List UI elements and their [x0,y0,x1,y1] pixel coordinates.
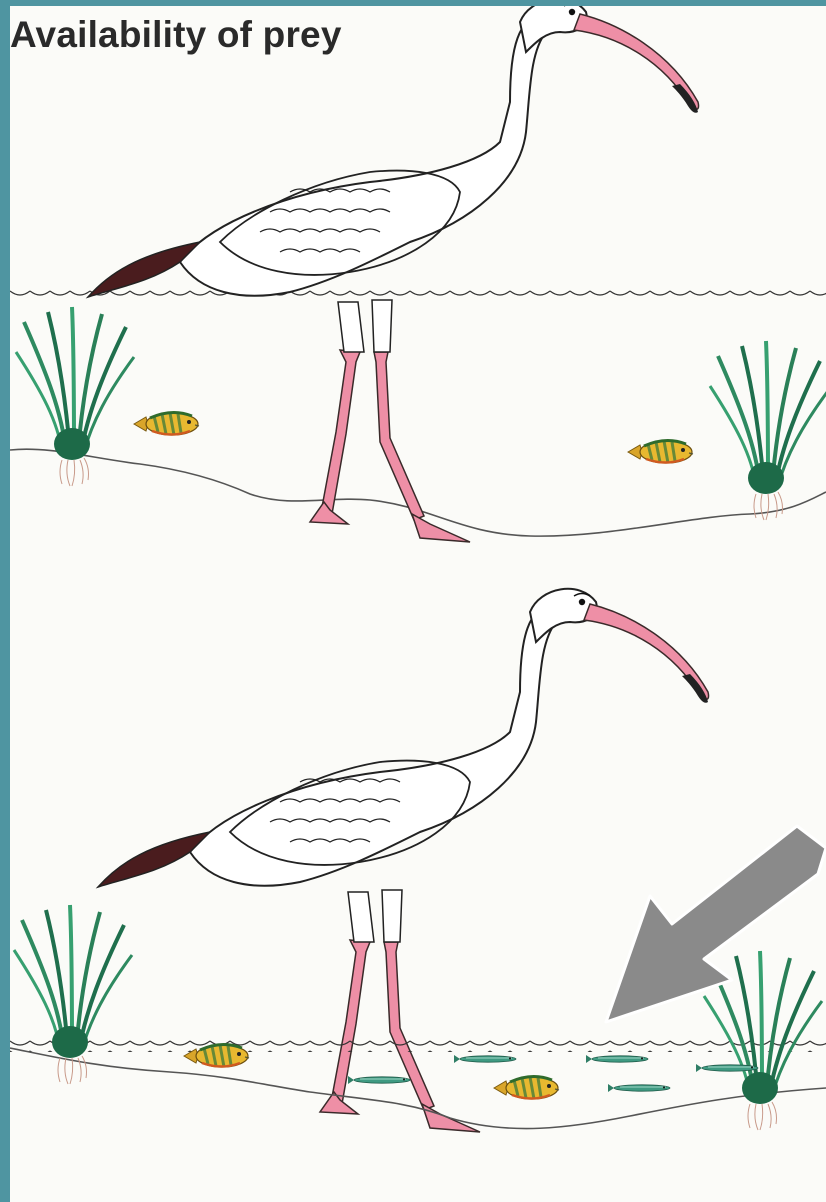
sunfish [494,1076,559,1099]
minnow [696,1064,758,1072]
panel-shallow-water [10,589,826,1132]
water-plant-right [710,341,826,520]
illustration [10,6,826,1202]
water-surface [10,1040,826,1052]
water-plant-left [16,307,134,486]
panel-deep-water [10,6,826,542]
minnow [586,1055,648,1063]
sunfish [134,412,199,435]
arrow [606,826,826,1022]
minnow [348,1076,410,1084]
ibis [88,6,699,542]
slide: Availability of prey [10,6,826,1202]
minnow [608,1084,670,1092]
minnow [454,1055,516,1063]
water-plant-left [14,905,132,1084]
water-surface [10,288,826,300]
sunfish [628,440,693,463]
